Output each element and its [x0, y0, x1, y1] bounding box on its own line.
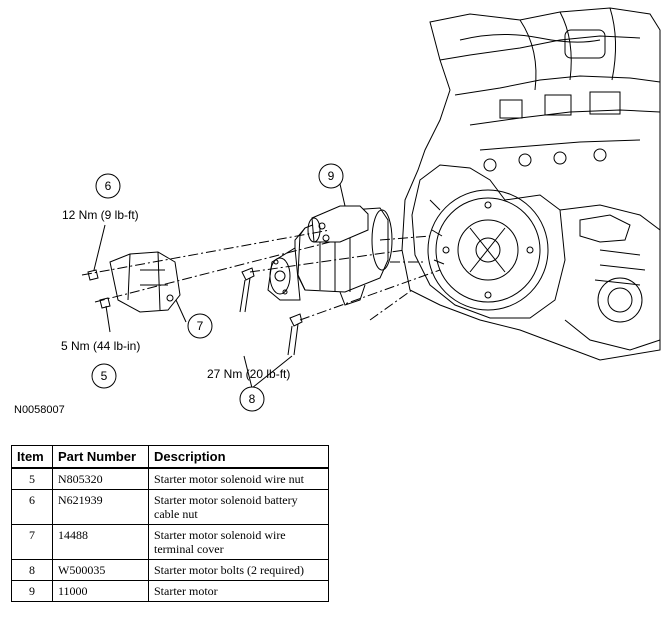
cell-item: 8 [11, 559, 53, 581]
cell-description: Starter motor [148, 580, 329, 602]
cell-item: 6 [11, 489, 53, 525]
callout-circle-9 [318, 163, 344, 189]
torque-spec-6: 12 Nm (9 lb-ft) [62, 208, 139, 222]
alignment-lines [81, 229, 441, 321]
cell-part-number: W500035 [52, 559, 149, 581]
cell-part-number: 14488 [52, 524, 149, 560]
cell-item: 7 [11, 524, 53, 560]
cell-description: Starter motor solenoid wire nut [148, 467, 329, 490]
cell-description: Starter motor solenoid wire terminal cov… [148, 524, 329, 560]
table-row: 8 W500035 Starter motor bolts (2 require… [11, 559, 329, 581]
callout-circle-5 [91, 363, 117, 389]
header-item: Item [11, 445, 53, 469]
callout-number-6: 6 [105, 179, 112, 193]
cell-description: Starter motor solenoid battery cable nut [148, 489, 329, 525]
solenoid-nuts [87, 269, 111, 309]
cell-part-number: N621939 [52, 489, 149, 525]
exploded-view-diagram: 6 7 5 8 9 12 Nm (9 lb-ft) 5 Nm (44 lb-in… [61, 7, 661, 412]
torque-spec-8: 27 Nm (20 lb-ft) [207, 367, 290, 381]
engine-transmission-assembly [401, 7, 661, 361]
torque-spec-5: 5 Nm (44 lb-in) [61, 339, 140, 353]
table-row: 5 N805320 Starter motor solenoid wire nu… [11, 467, 329, 490]
table-row: 6 N621939 Starter motor solenoid battery… [11, 489, 329, 525]
starter-motor [267, 205, 393, 306]
callout-number-8: 8 [249, 392, 256, 406]
cell-item: 5 [11, 467, 53, 490]
starter-bolts [239, 267, 303, 356]
callout-circle-8 [239, 386, 265, 412]
parts-table-header: Item Part Number Description [11, 445, 329, 469]
callout-number-9: 9 [328, 169, 335, 183]
cell-part-number: 11000 [52, 580, 149, 602]
table-row: 9 11000 Starter motor [11, 580, 329, 602]
callout-number-5: 5 [101, 369, 108, 383]
header-part-number: Part Number [52, 445, 149, 469]
figure-id: N0058007 [14, 404, 65, 416]
wire-terminal-cover [109, 251, 181, 313]
cell-description: Starter motor bolts (2 required) [148, 559, 329, 581]
callout-circle-6 [95, 173, 121, 199]
header-description: Description [148, 445, 329, 469]
leader-lines [93, 183, 346, 389]
callout-number-7: 7 [197, 319, 204, 333]
cell-part-number: N805320 [52, 467, 149, 490]
callout-circle-7 [187, 313, 213, 339]
parts-table: Item Part Number Description 5 N805320 S… [11, 445, 329, 602]
table-row: 7 14488 Starter motor solenoid wire term… [11, 524, 329, 560]
cell-item: 9 [11, 580, 53, 602]
